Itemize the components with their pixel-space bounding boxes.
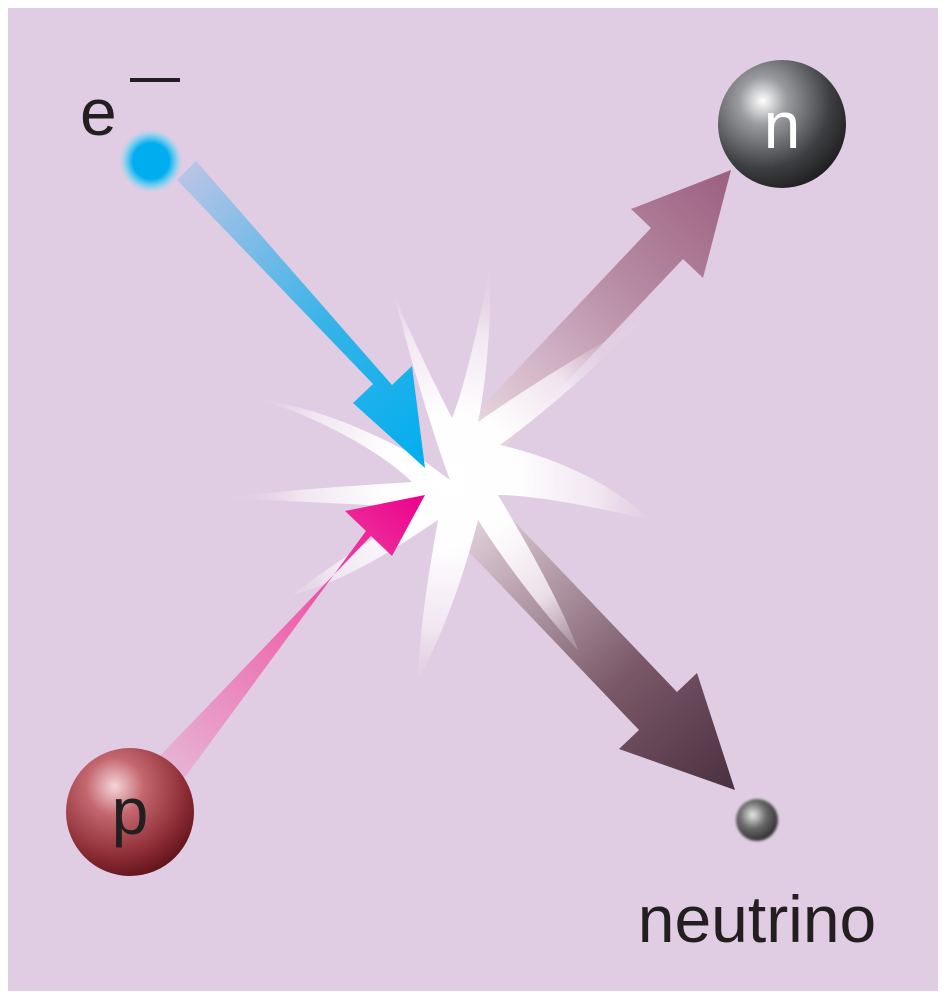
neutrino-label: neutrino bbox=[638, 882, 877, 956]
neutrino-particle bbox=[736, 799, 778, 841]
proton-label: p bbox=[112, 774, 149, 848]
neutron-label: n bbox=[764, 88, 801, 162]
proton-sphere bbox=[66, 748, 194, 876]
electron-core bbox=[135, 145, 167, 177]
proton-arrow bbox=[158, 495, 425, 781]
electron-label: e bbox=[80, 75, 117, 149]
collision-flash bbox=[228, 268, 650, 680]
electron-charge-bar bbox=[130, 78, 180, 82]
electron-arrow bbox=[177, 161, 425, 468]
neutron-sphere bbox=[718, 60, 846, 188]
